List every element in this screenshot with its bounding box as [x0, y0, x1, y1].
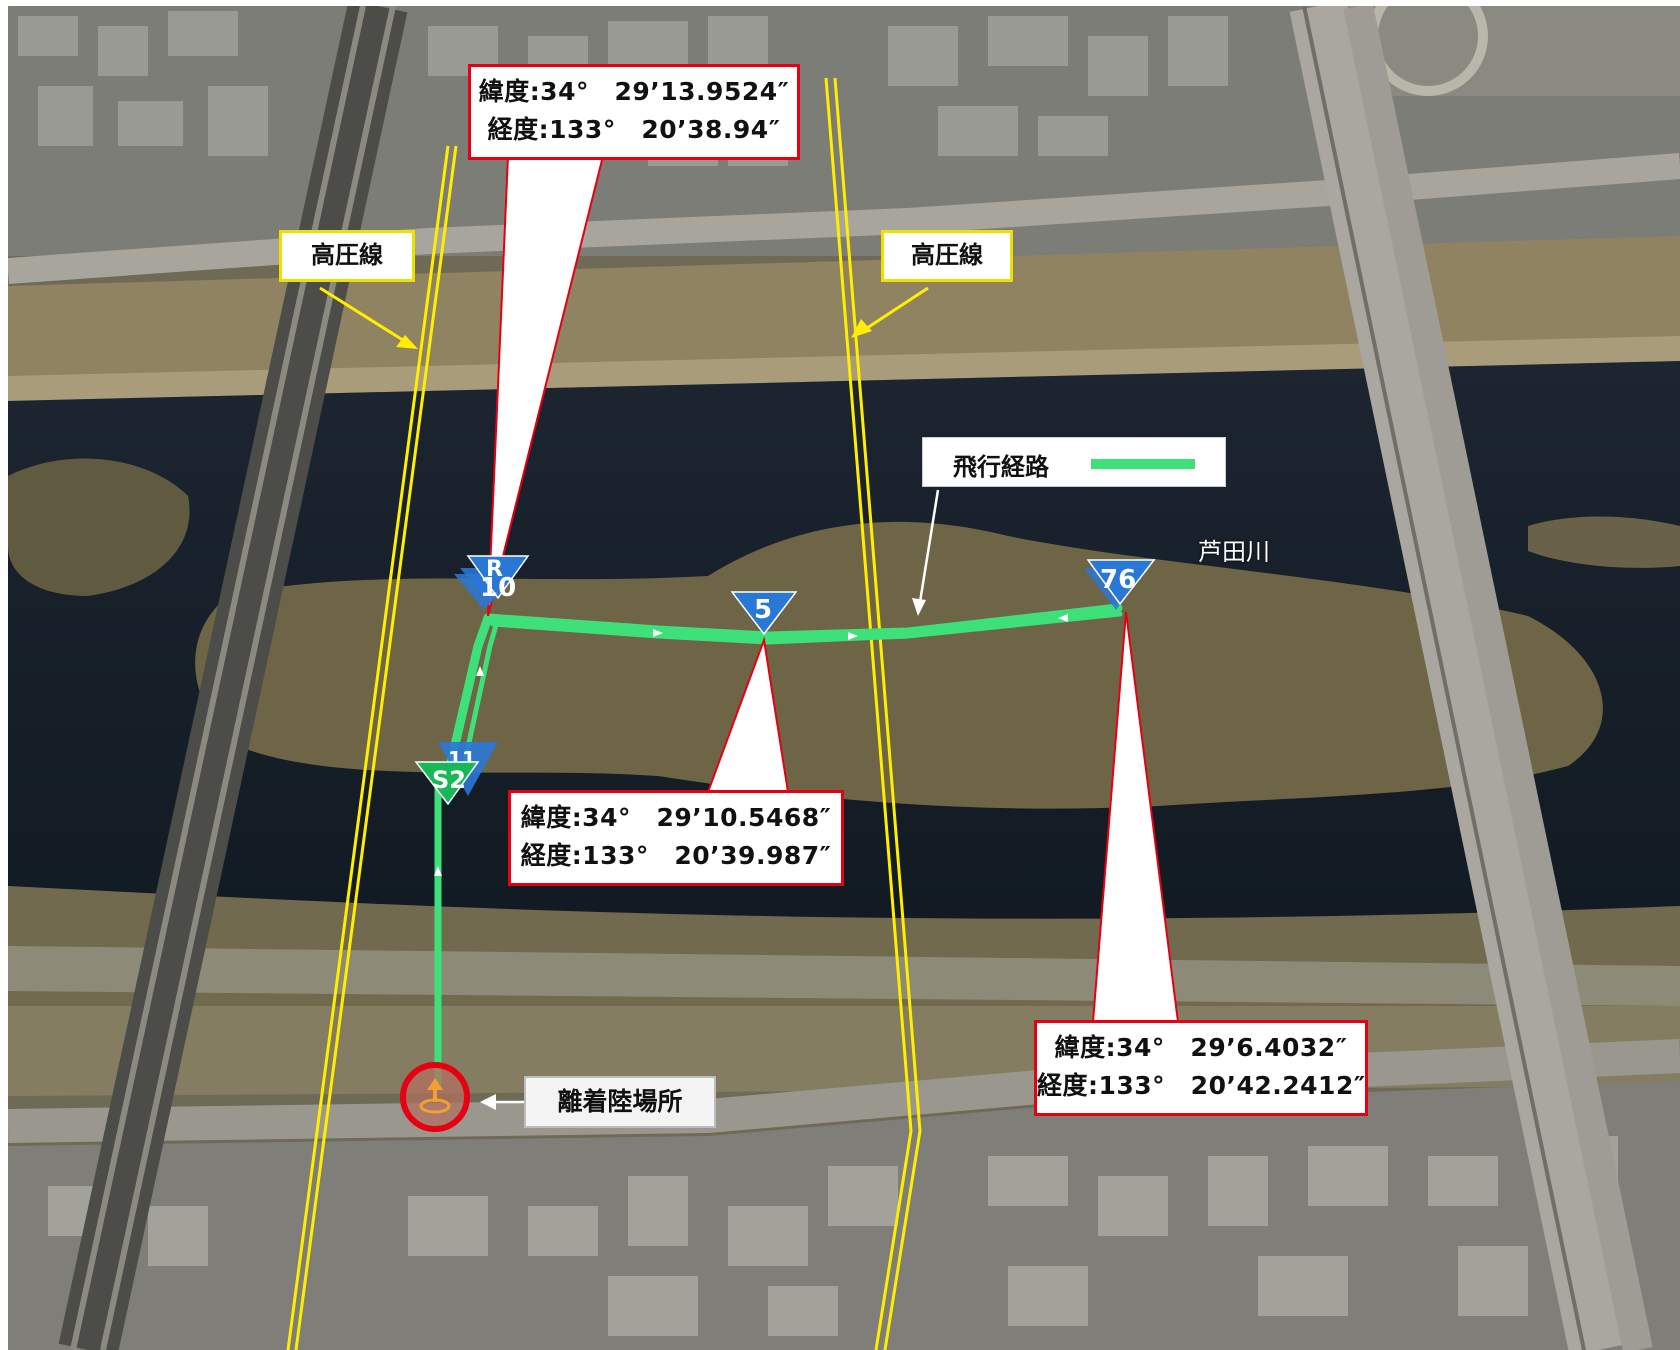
waypoint-5-marker[interactable]: 5	[730, 591, 798, 636]
callout-right-latitude: 緯度:34° 29’6.4032″	[1054, 1033, 1348, 1062]
power-line-right-label: 高圧線	[881, 230, 1013, 282]
waypoint-r-label: R	[486, 557, 503, 582]
power-line-right-pointer	[851, 286, 929, 338]
flight-path	[434, 603, 1123, 1088]
satellite-map[interactable]: R 10 5 76 11 S2 緯度:34° 29’13.9524″	[8, 6, 1680, 1350]
callout-top: 緯度:34° 29’13.9524″ 経度:133° 20’38.94″	[468, 64, 800, 160]
levee-road-south	[8, 946, 1680, 1006]
bridge-edge	[1302, 6, 1586, 1350]
callout-middle: 緯度:34° 29’10.5468″ 経度:133° 20’39.987″	[508, 790, 844, 886]
levee-road-north	[8, 336, 1680, 401]
power-line-left	[286, 145, 458, 1350]
power-line-left-label: 高圧線	[279, 230, 415, 282]
power-line-right	[824, 77, 922, 1350]
landing-site-pointer	[480, 1094, 526, 1110]
callout-middle-longitude: 経度:133° 20’39.987″	[520, 841, 832, 870]
flight-direction-arrows	[434, 614, 1068, 876]
landing-site-label: 離着陸場所	[524, 1076, 716, 1128]
callout-top-longitude: 経度:133° 20’38.94″	[487, 115, 781, 144]
waypoint-76-label: 76	[1100, 565, 1136, 595]
buildings-north	[18, 11, 1228, 166]
river-name-label: 芦田川	[1198, 538, 1270, 566]
waypoint-5-label: 5	[754, 595, 772, 625]
flight-path-legend: 飛行経路	[922, 437, 1226, 487]
road-bridge-2	[1343, 6, 1653, 1350]
waypoint-s2-marker[interactable]: 11 S2	[414, 742, 498, 806]
waypoint-10-label: 10	[480, 573, 516, 603]
map-canvas: R 10 5 76 11 S2	[8, 6, 1680, 1350]
waypoint-s2-label: S2	[432, 766, 466, 794]
sandbar-right	[1528, 516, 1680, 568]
power-line-left-pointer	[319, 286, 418, 349]
river-island-left	[8, 458, 190, 596]
flight-path-legend-label: 飛行経路	[953, 453, 1049, 481]
waypoint-10-marker[interactable]: R 10	[454, 555, 530, 610]
waypoint-76-marker[interactable]: 76	[1084, 559, 1156, 610]
callout-right: 緯度:34° 29’6.4032″ 経度:133° 20’42.2412″	[1034, 1020, 1368, 1116]
flight-path-legend-swatch	[1091, 459, 1195, 469]
landing-site-marker[interactable]	[400, 1062, 470, 1132]
callout-right-longitude: 経度:133° 20’42.2412″	[1037, 1071, 1366, 1100]
legend-pointer	[912, 489, 940, 616]
road-bridge	[1289, 6, 1627, 1350]
callout-top-latitude: 緯度:34° 29’13.9524″	[478, 77, 790, 106]
river-island	[195, 521, 1603, 809]
callout-middle-latitude: 緯度:34° 29’10.5468″	[520, 803, 832, 832]
